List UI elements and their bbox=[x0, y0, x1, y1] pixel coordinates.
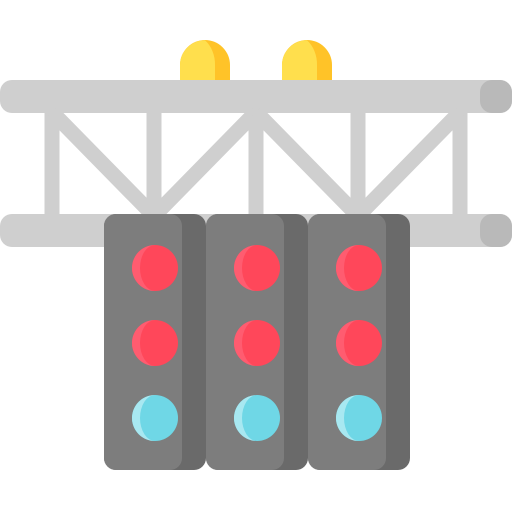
light-lens bbox=[132, 245, 178, 291]
red-signal-light bbox=[336, 245, 382, 291]
signal-panels bbox=[104, 214, 410, 470]
red-signal-light bbox=[132, 245, 178, 291]
signal-panel bbox=[308, 214, 410, 470]
light-lens bbox=[132, 395, 178, 441]
light-lens bbox=[336, 245, 382, 291]
red-signal-light bbox=[336, 320, 382, 366]
beacon-body bbox=[180, 40, 216, 82]
light-highlight bbox=[234, 395, 257, 441]
light-highlight bbox=[234, 245, 257, 291]
top-beam bbox=[0, 80, 512, 113]
light-highlight bbox=[132, 320, 155, 366]
truss-diagonal bbox=[352, 106, 466, 222]
light-highlight bbox=[336, 320, 359, 366]
light-lens bbox=[336, 320, 382, 366]
truss-diagonal bbox=[148, 106, 262, 222]
light-lens bbox=[132, 320, 178, 366]
light-lens bbox=[234, 245, 280, 291]
light-lens bbox=[234, 395, 280, 441]
light-lens bbox=[234, 320, 280, 366]
red-signal-light bbox=[234, 320, 280, 366]
top-beam-shade bbox=[480, 80, 512, 113]
light-highlight bbox=[234, 320, 257, 366]
cyan-signal-light bbox=[234, 395, 280, 441]
light-highlight bbox=[336, 245, 359, 291]
signal-panel bbox=[206, 214, 308, 470]
cyan-signal-light bbox=[336, 395, 382, 441]
light-highlight bbox=[132, 395, 155, 441]
light-lens bbox=[336, 395, 382, 441]
truss-diagonal bbox=[250, 106, 364, 222]
truss-bracing bbox=[44, 106, 468, 222]
truss-diagonal bbox=[46, 106, 160, 222]
beacon-lights bbox=[180, 40, 332, 82]
signal-panel bbox=[104, 214, 206, 470]
red-signal-light bbox=[132, 320, 178, 366]
beacon-light bbox=[180, 40, 230, 82]
beacon-body bbox=[282, 40, 318, 82]
cyan-signal-light bbox=[132, 395, 178, 441]
beacon-light bbox=[282, 40, 332, 82]
bottom-beam-shade bbox=[480, 214, 512, 247]
light-highlight bbox=[336, 395, 359, 441]
light-highlight bbox=[132, 245, 155, 291]
red-signal-light bbox=[234, 245, 280, 291]
